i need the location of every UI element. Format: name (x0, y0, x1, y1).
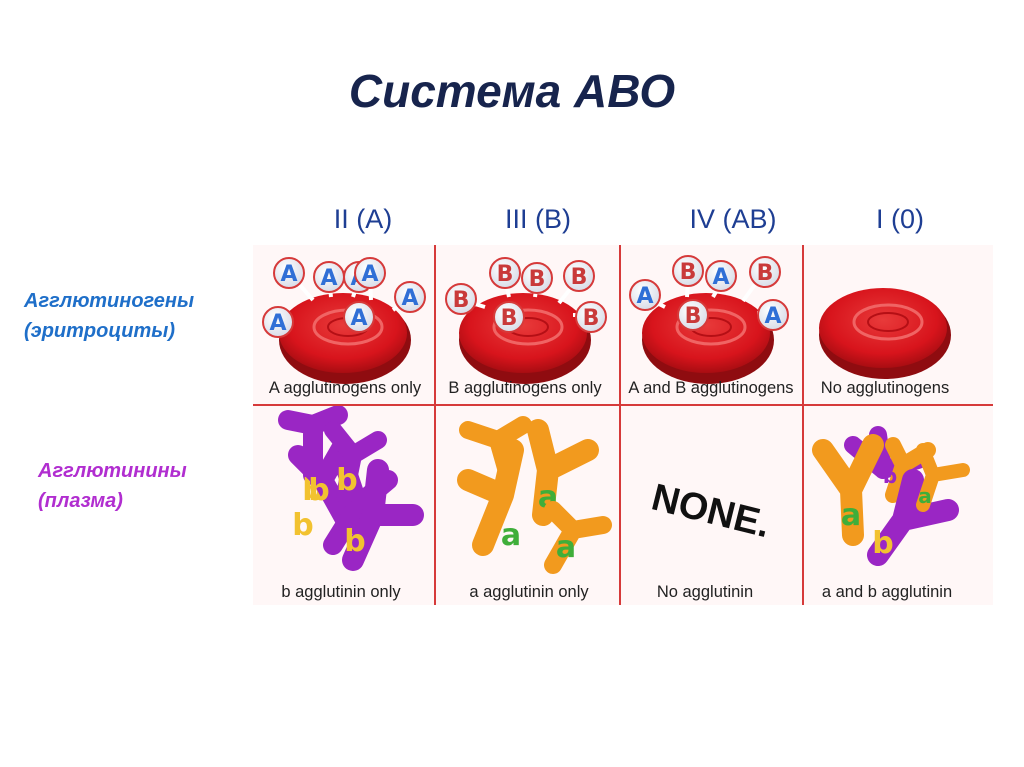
column-header-group-b: III (B) (468, 204, 608, 235)
antigen-letter: A (401, 286, 418, 311)
antigen-letter: A (280, 262, 297, 287)
antibody-letter: b (344, 524, 365, 559)
antibody-letter: b (292, 508, 313, 543)
antigen-letter: B (501, 306, 518, 331)
antigen-letter: A (712, 265, 729, 290)
row-label-agglutinogens-line2: (эритроциты) (24, 316, 194, 346)
caption-b-agglutinin: b agglutinin only (281, 583, 401, 601)
antigen-a-marker: A (263, 307, 293, 337)
antigen-letter: B (583, 306, 600, 331)
antigen-letter: A (320, 266, 337, 291)
antibody-letter: a (501, 518, 521, 553)
antigen-letter: A (636, 284, 653, 309)
row-label-agglutinogens: Агглютиногены (эритроциты) (24, 286, 194, 346)
caption-b-agglutinogens: B agglutinogens only (448, 379, 602, 397)
antibody-letter: a (918, 484, 932, 508)
antigen-letter: B (453, 288, 470, 313)
antibody-letter: a (556, 530, 576, 565)
antibody-letter: b (336, 463, 357, 498)
antibody-letter: b (872, 526, 893, 561)
caption-a-and-b-agglutinin: a and b agglutinin (822, 583, 952, 601)
page-title: Система АВО (0, 64, 1024, 118)
antigen-letter: A (269, 311, 286, 336)
column-header-group-0: I (0) (830, 204, 970, 235)
antibody-letter: b (883, 464, 897, 488)
row-label-agglutinins-line1: Агглютинины (38, 456, 187, 486)
column-header-group-ab: IV (AB) (663, 204, 803, 235)
caption-a-agglutinin: a agglutinin only (469, 583, 589, 601)
antigen-letter: B (571, 265, 588, 290)
column-header-group-a: II (A) (293, 204, 433, 235)
antigen-b-marker: B (678, 300, 708, 330)
antigen-letter: B (757, 261, 774, 286)
antigen-letter: A (764, 304, 781, 329)
antigen-b-marker: B (494, 302, 524, 332)
antigen-letter: B (685, 304, 702, 329)
antigen-a-marker: A (344, 302, 374, 332)
antigen-letter: B (497, 262, 514, 287)
antigen-letter: A (361, 262, 378, 287)
antibody-letter: a (841, 498, 861, 533)
antigen-a-marker: A (757, 300, 788, 330)
abo-table: A A A A A A A A agglutinogens only (253, 245, 993, 605)
antigen-letter: A (350, 306, 367, 331)
row-label-agglutinogens-line1: Агглютиногены (24, 286, 194, 316)
caption-no-agglutinin: No agglutinin (657, 583, 753, 601)
caption-no-agglutinogens: No agglutinogens (821, 379, 949, 397)
antibody-letter: b (308, 473, 329, 508)
row-label-agglutinins-line2: (плазма) (38, 486, 187, 516)
row-label-agglutinins: Агглютинины (плазма) (38, 456, 187, 516)
antigen-letter: B (529, 267, 546, 292)
antigen-letter: B (680, 260, 697, 285)
caption-ab-agglutinogens: A and B agglutinogens (628, 379, 793, 397)
caption-a-agglutinogens: A agglutinogens only (269, 379, 422, 397)
